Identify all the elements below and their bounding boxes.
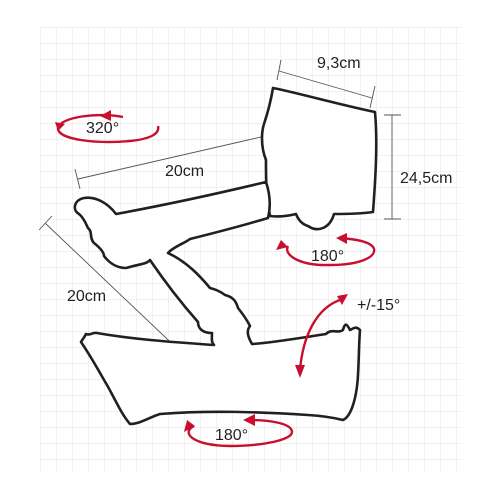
rotation-arrow-head-180: [276, 233, 376, 267]
rotation-arrow-base-180: [184, 414, 294, 448]
upper-arm-length-label: 20cm: [165, 163, 205, 180]
head-rotation-label: 180°: [311, 248, 345, 265]
tilt-arrow: [295, 294, 348, 378]
dimension-top-width: [276, 59, 376, 109]
top-rotation-label: 320°: [86, 120, 120, 137]
monitor-head-outline: [260, 86, 378, 231]
rotation-arrow-320: [55, 110, 160, 144]
dimension-height: [384, 114, 401, 220]
lower-arm-length-label: 20cm: [67, 288, 107, 305]
base-rotation-label: 180°: [215, 427, 249, 444]
top-width-label: 9,3cm: [317, 55, 361, 72]
arm-and-base-outline: [73, 180, 362, 426]
tilt-label: +/-15°: [357, 297, 401, 314]
height-label: 24,5cm: [400, 170, 453, 187]
